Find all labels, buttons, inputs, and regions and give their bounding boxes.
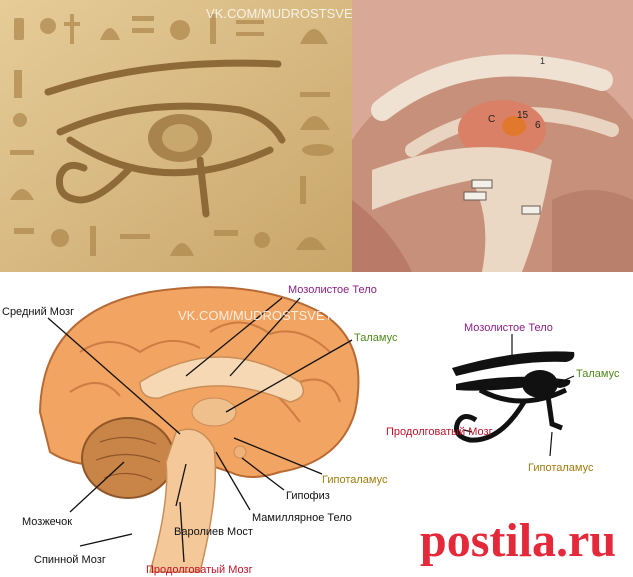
eye-of-horus-icon: [452, 351, 575, 443]
label-mammillary-body: Мамиллярное Тело: [252, 512, 352, 524]
eye-label-thalamus: Таламус: [576, 368, 620, 380]
photo-label-6: 6: [535, 120, 541, 131]
pointer-lines: [47, 297, 353, 563]
hieroglyphs-decoration: [10, 14, 334, 256]
brain-section-photo: 1 15 6 C: [352, 0, 633, 272]
label-medulla: Продолговатый Мозг: [146, 564, 253, 576]
eye-of-horus-relief: VK.COM/MUDROSTSVETA: [0, 0, 352, 272]
label-hypothalamus: Гипоталамус: [322, 474, 388, 486]
eye-label-corpus-callosum: Мозолистое Тело: [464, 322, 553, 334]
egyptian-relief-image: VK.COM/MUDROSTSVETA: [0, 0, 352, 272]
brain-diagram-panel: VK.COM/MUDROSTSVETA Средний Мозг Мозолис…: [0, 272, 633, 577]
label-corpus-callosum: Мозолистое Тело: [288, 284, 377, 296]
photo-label-1: 1: [540, 56, 545, 66]
brand-text: postila.ru: [420, 514, 616, 567]
label-thalamus: Таламус: [354, 332, 398, 344]
postila-logo: postila.ru: [420, 514, 616, 567]
watermark-top: VK.COM/MUDROSTSVETA: [206, 6, 352, 21]
watermark-bottom: VK.COM/MUDROSTSVETA: [178, 308, 341, 323]
label-pituitary: Гипофиз: [286, 490, 330, 502]
cerebellum-shape: [81, 417, 175, 499]
brain-photo: 1 15 6 C: [352, 0, 633, 272]
thalamus-shape: [191, 397, 237, 427]
photo-label-c: C: [488, 114, 495, 125]
eye-label-hypothalamus: Гипоталамус: [528, 462, 594, 474]
label-midbrain: Средний Мозг: [2, 306, 75, 318]
label-spinal-cord: Спинной Мозг: [34, 554, 106, 566]
brain-diagram: VK.COM/MUDROSTSVETA: [38, 286, 575, 573]
postila-brand: postila.ru: [420, 510, 625, 568]
label-pons: Варолиев Мост: [174, 526, 253, 538]
eye-label-medulla: Продолговатый Мозг: [386, 426, 493, 438]
eye-of-horus-shape: [44, 59, 286, 218]
brainstem-shape: [149, 428, 217, 573]
pituitary-shape: [233, 445, 247, 459]
label-cerebellum: Мозжечок: [22, 516, 73, 528]
photo-label-15: 15: [517, 110, 529, 121]
